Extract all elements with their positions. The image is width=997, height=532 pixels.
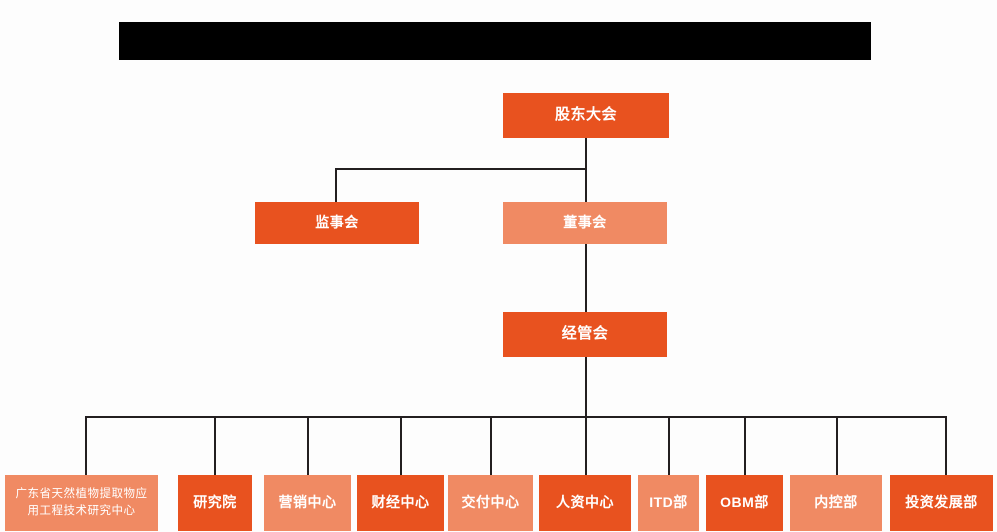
node-department-internal-control[interactable]: 内控部 bbox=[790, 475, 882, 531]
redacted-title-banner bbox=[119, 22, 871, 60]
node-board-of-directors[interactable]: 董事会 bbox=[503, 202, 667, 244]
node-department-label: 营销中心 bbox=[278, 494, 337, 511]
node-department-label: 人资中心 bbox=[556, 494, 614, 511]
connector-drop-10 bbox=[945, 416, 947, 475]
connector-drop-6 bbox=[585, 416, 587, 475]
node-board-of-supervisors[interactable]: 监事会 bbox=[255, 202, 419, 244]
connector-drop-8 bbox=[744, 416, 746, 475]
connector-supervisors-drop bbox=[335, 168, 337, 203]
node-management-committee[interactable]: 经管会 bbox=[503, 312, 667, 357]
node-department-label-line1: 广东省天然植物提取物应 bbox=[15, 487, 148, 500]
node-shareholders-meeting-label: 股东大会 bbox=[554, 106, 617, 124]
node-department-label: 投资发展部 bbox=[905, 494, 978, 511]
node-board-of-directors-label: 董事会 bbox=[563, 214, 607, 231]
node-board-of-supervisors-label: 监事会 bbox=[315, 214, 359, 231]
connector-drop-1 bbox=[85, 416, 87, 475]
connector-drop-4 bbox=[400, 416, 402, 475]
connector-management-stem bbox=[585, 357, 587, 417]
connector-directors-to-management bbox=[585, 243, 587, 313]
connector-drop-5 bbox=[490, 416, 492, 475]
connector-drop-3 bbox=[307, 416, 309, 475]
node-department-label: 研究院 bbox=[193, 494, 237, 511]
node-department-label: 财经中心 bbox=[371, 494, 430, 511]
node-department-guangdong-research-center[interactable]: 广东省天然植物提取物应 用工程技术研究中心 bbox=[5, 475, 158, 531]
node-department-finance-center[interactable]: 财经中心 bbox=[357, 475, 444, 531]
node-department-label: 交付中心 bbox=[461, 494, 520, 511]
node-department-obm[interactable]: OBM部 bbox=[706, 475, 783, 531]
node-management-committee-label: 经管会 bbox=[561, 325, 609, 343]
node-department-label: OBM部 bbox=[720, 494, 769, 511]
node-department-delivery-center[interactable]: 交付中心 bbox=[448, 475, 533, 531]
node-shareholders-meeting[interactable]: 股东大会 bbox=[503, 93, 669, 138]
node-department-marketing-center[interactable]: 营销中心 bbox=[264, 475, 351, 531]
node-department-label: 内控部 bbox=[814, 494, 858, 511]
connector-department-bus bbox=[85, 416, 946, 418]
connector-shareholders-stem bbox=[585, 138, 587, 241]
node-department-research-institute[interactable]: 研究院 bbox=[178, 475, 252, 531]
node-department-label: 广东省天然植物提取物应 用工程技术研究中心 bbox=[5, 486, 158, 521]
connector-supervisors-branch bbox=[335, 168, 586, 170]
node-department-hr-center[interactable]: 人资中心 bbox=[539, 475, 631, 531]
node-department-label: ITD部 bbox=[649, 494, 688, 511]
connector-drop-7 bbox=[668, 416, 670, 475]
connector-drop-2 bbox=[214, 416, 216, 475]
connector-drop-9 bbox=[836, 416, 838, 475]
node-department-label-line2: 用工程技术研究中心 bbox=[27, 505, 136, 517]
node-department-itd[interactable]: ITD部 bbox=[638, 475, 699, 531]
node-department-investment-development[interactable]: 投资发展部 bbox=[890, 475, 993, 531]
